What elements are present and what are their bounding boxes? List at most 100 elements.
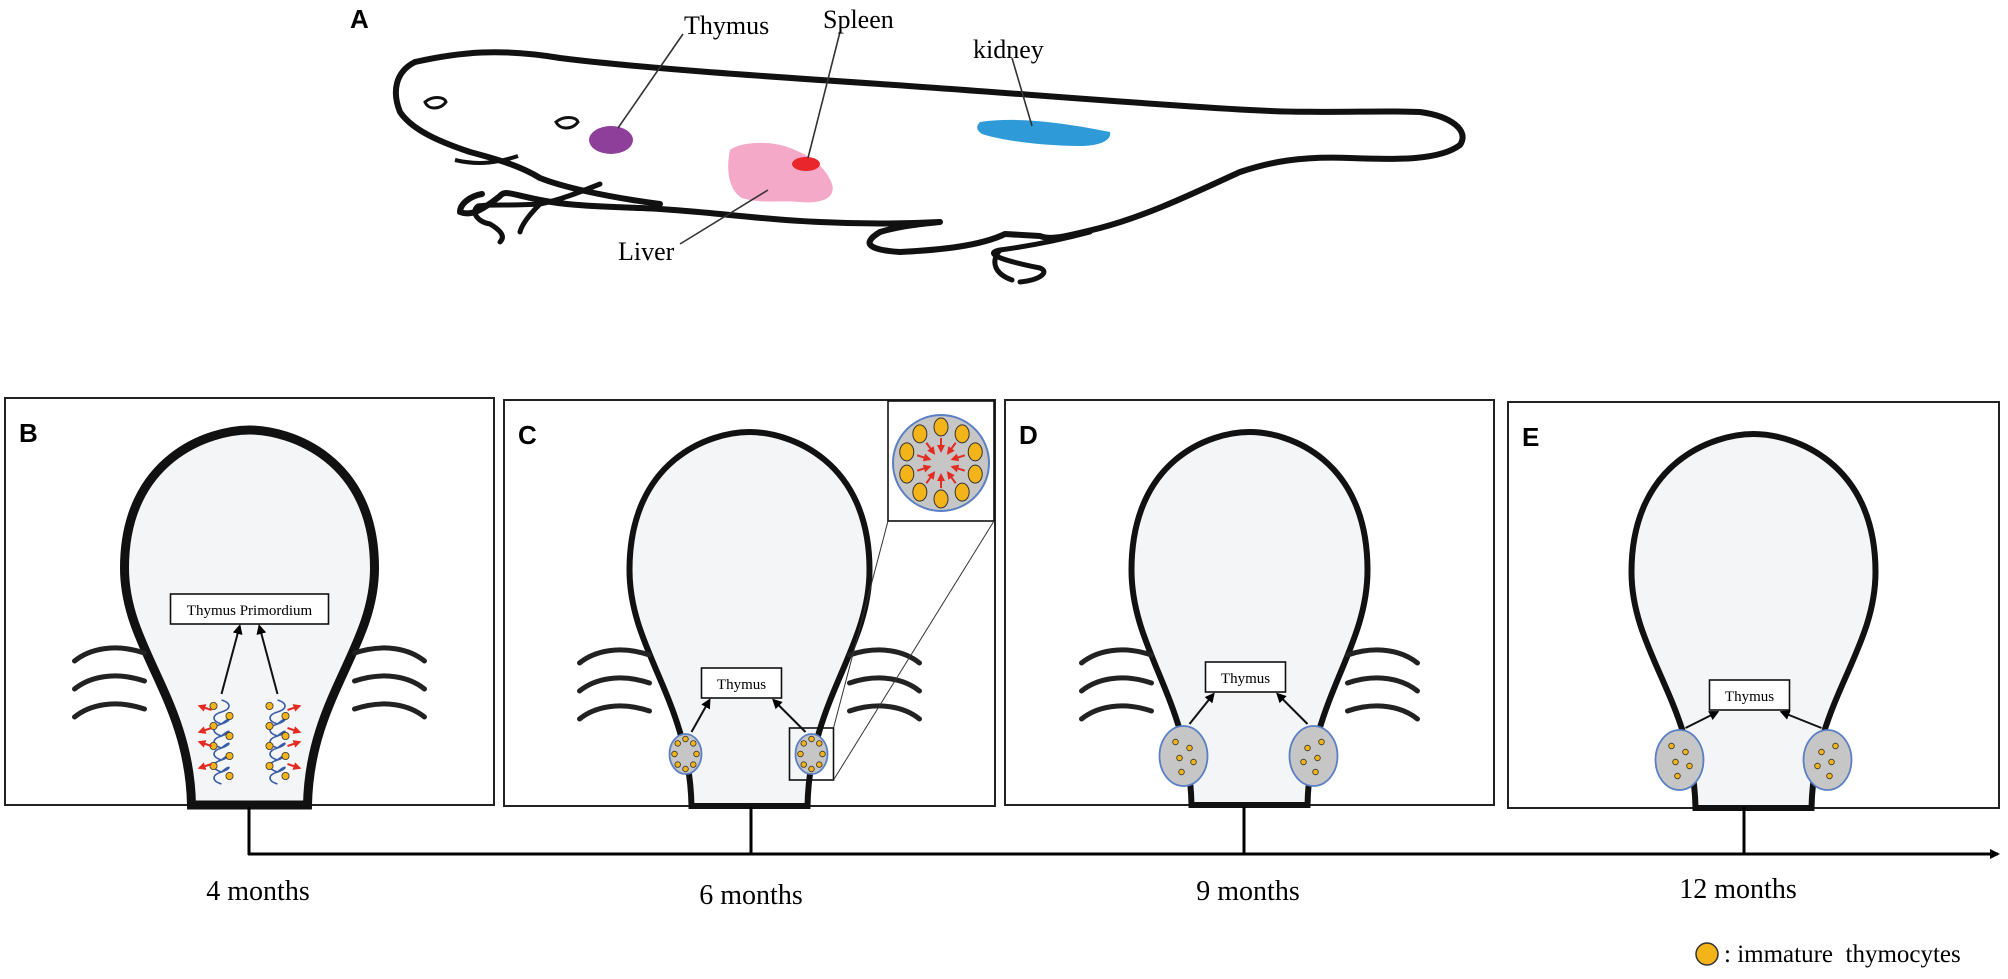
thymocyte — [281, 732, 290, 741]
timepoint-label-4: 4 months — [206, 876, 309, 907]
thymocyte — [265, 762, 274, 771]
gill-filament — [1079, 647, 1154, 666]
structure-label-box — [1708, 679, 1791, 711]
liver-organ — [728, 142, 833, 203]
thymocyte — [808, 735, 815, 743]
spleen-label: Spleen — [823, 5, 894, 34]
gill-filament — [72, 673, 147, 692]
thymocyte — [682, 765, 689, 773]
gill-filament — [577, 675, 652, 694]
thymocyte — [800, 740, 807, 747]
thymocyte — [671, 750, 678, 758]
structure-label: Thymus Primordium — [187, 603, 313, 619]
thymocyte — [816, 761, 823, 768]
thymocyte — [800, 761, 807, 768]
thymocyte — [1818, 748, 1825, 756]
thymocyte — [209, 722, 218, 731]
thymocyte — [933, 417, 949, 437]
thymocyte — [816, 740, 823, 747]
thymus-organ — [589, 126, 633, 154]
thymocyte — [797, 750, 804, 758]
label-arrow — [1276, 692, 1309, 725]
thymocyte — [899, 464, 915, 484]
gill-filament — [352, 701, 427, 720]
gill-filament — [577, 647, 652, 666]
structure-label-box — [169, 593, 330, 625]
structure-label: Thymus — [1221, 671, 1270, 687]
legend-text: : immature thymocytes — [1724, 941, 1961, 968]
panel-d-letter: D — [1019, 420, 1038, 450]
gill-filament — [1345, 675, 1420, 694]
migration-arrow — [950, 464, 966, 473]
gill-filament — [1345, 647, 1420, 666]
kidney-label: kidney — [973, 35, 1044, 64]
thymocyte — [954, 424, 970, 444]
thymocyte — [819, 750, 826, 758]
epithelial-strand — [269, 699, 286, 785]
immature-thymocyte-swatch — [1695, 942, 1719, 966]
gill-filament — [847, 675, 922, 694]
gill-filament — [847, 703, 922, 722]
thymocyte — [225, 712, 234, 721]
salamander-eye-2 — [554, 116, 580, 130]
structure-label-box — [1204, 661, 1287, 693]
zoom-box — [788, 727, 835, 781]
thymocyte — [1826, 772, 1833, 780]
thymocyte — [1668, 742, 1675, 750]
thymocyte — [225, 732, 234, 741]
thymocyte — [1190, 758, 1197, 766]
label-arrow — [690, 698, 711, 733]
thymocyte — [1312, 768, 1319, 776]
structure-label-box — [700, 667, 783, 699]
kidney-leader — [1011, 57, 1033, 127]
thymocyte — [225, 752, 234, 761]
migration-arrow — [287, 726, 302, 734]
thymocyte — [1176, 754, 1183, 762]
thymocyte — [225, 772, 234, 781]
thymocyte — [967, 464, 983, 484]
thymocyte — [912, 424, 928, 444]
label-arrow — [772, 698, 807, 733]
salamander-head-lower — [392, 59, 663, 207]
label-arrow — [220, 624, 243, 695]
timepoint-label-9: 9 months — [1196, 876, 1299, 907]
thymocyte — [1186, 744, 1193, 752]
gill-filament — [72, 701, 147, 720]
migration-arrow — [916, 464, 932, 473]
migration-arrow — [946, 471, 957, 484]
thymocyte — [933, 489, 949, 509]
migration-arrow — [916, 453, 932, 462]
epithelial-strand — [213, 699, 230, 785]
thymocyte — [265, 702, 274, 711]
thymocyte — [281, 712, 290, 721]
gill-filament — [847, 647, 922, 666]
thymocyte — [967, 442, 983, 462]
migration-arrow — [197, 704, 212, 712]
thymocyte — [1178, 768, 1185, 776]
thymocyte — [281, 752, 290, 761]
thymus-lobe — [1288, 725, 1339, 787]
thymocyte — [1828, 758, 1835, 766]
label-arrow — [1779, 710, 1822, 729]
thymocyte — [1672, 758, 1679, 766]
migration-arrow — [197, 740, 212, 748]
salamander-mouth — [454, 154, 519, 165]
label-arrow — [256, 624, 279, 695]
thymocyte — [1832, 742, 1839, 750]
migration-arrow — [950, 453, 966, 462]
timepoint-label-12: 12 months — [1679, 874, 1796, 905]
spleen-organ — [792, 157, 820, 171]
structure-label: Thymus — [717, 677, 766, 693]
migration-arrow — [925, 442, 936, 455]
thymocyte — [1314, 754, 1321, 762]
thymocyte — [1814, 762, 1821, 770]
salamander-eye-1 — [423, 96, 448, 110]
salamander-hind-leg — [991, 229, 1093, 285]
migration-arrow — [946, 442, 957, 455]
gill-filament — [352, 673, 427, 692]
zoom-connector — [833, 520, 889, 729]
thymocyte — [209, 702, 218, 711]
